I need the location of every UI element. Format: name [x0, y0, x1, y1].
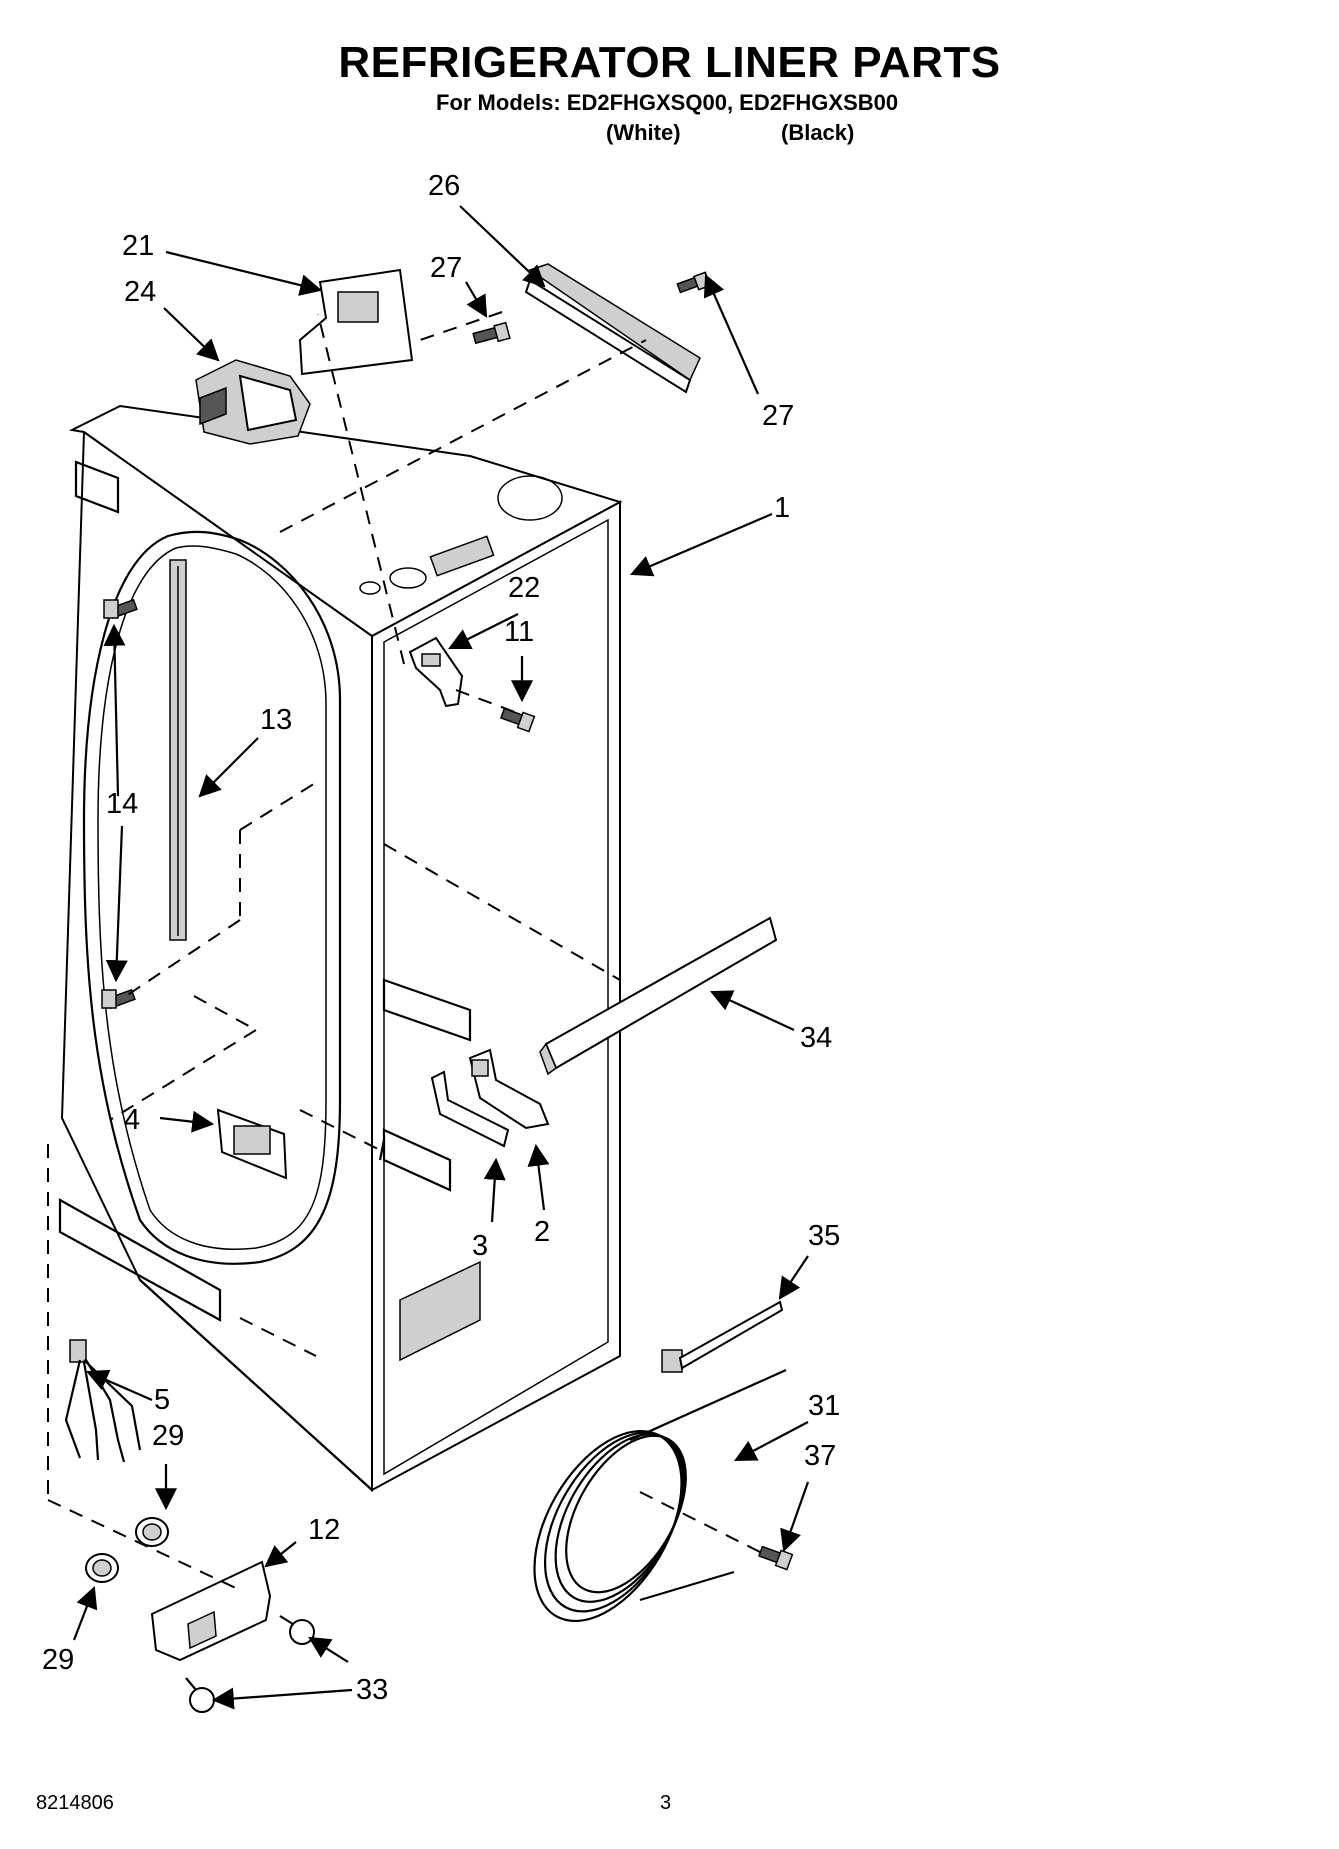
part-29-plug-lower [85, 1553, 119, 1583]
screw-37 [757, 1545, 794, 1571]
screw-14-bottom [101, 988, 136, 1010]
callout-27-top: 27 [430, 252, 463, 284]
screw-27-right [676, 271, 711, 294]
callout-35: 35 [808, 1220, 841, 1252]
callout-13: 13 [260, 704, 293, 736]
callout-3: 3 [472, 1230, 489, 1262]
part-31-tube-coil [533, 1368, 787, 1623]
part-33-pin-lower [185, 1677, 215, 1713]
callout-22: 22 [508, 572, 541, 604]
part-12-housing [150, 1560, 272, 1662]
part-22-bracket [408, 636, 464, 708]
document-number: 8214806 [36, 1792, 114, 1814]
callout-27-right: 27 [762, 400, 795, 432]
models-line: For Models: ED2FHGXSQ00, ED2FHGXSB00 [436, 90, 899, 115]
callout-14: 14 [106, 788, 139, 820]
callout-34: 34 [800, 1022, 833, 1054]
callout-11: 11 [504, 616, 535, 648]
page-title: REFRIGERATOR LINER PARTS [338, 38, 1001, 87]
screw-27-left [472, 321, 511, 345]
callout-24: 24 [124, 276, 157, 308]
callout-1: 1 [774, 492, 791, 524]
part-26-strip [524, 263, 701, 394]
callout-4: 4 [124, 1104, 141, 1136]
part-2-bracket [468, 1048, 550, 1130]
callout-5: 5 [154, 1384, 171, 1416]
dashed-assembly-lines [47, 311, 761, 1591]
leader-lines [72, 205, 810, 1710]
part-34-channel [539, 916, 778, 1076]
callout-12: 12 [308, 1514, 341, 1546]
part-33-pin-upper [279, 1615, 315, 1645]
page-number: 3 [660, 1792, 672, 1814]
part-29-plug-upper [135, 1517, 169, 1547]
callout-21: 21 [122, 230, 155, 262]
model-color-black: (Black) [781, 120, 855, 145]
liner-cabinet [58, 404, 623, 1493]
callout-37: 37 [804, 1440, 837, 1472]
callout-29-lower: 29 [42, 1644, 75, 1676]
part-4-module [216, 1108, 288, 1180]
part-3-bracket [430, 1070, 510, 1148]
part-21-bracket [298, 268, 414, 376]
callout-26: 26 [428, 170, 461, 202]
part-24-housing [195, 359, 311, 445]
screw-14-top [103, 598, 138, 620]
callout-33: 33 [356, 1674, 389, 1706]
part-5-wire-harness [64, 1339, 142, 1463]
model-color-white: (White) [606, 120, 681, 145]
screw-11 [499, 707, 536, 733]
callout-2: 2 [534, 1216, 551, 1248]
callout-31: 31 [808, 1390, 841, 1422]
callout-29-upper: 29 [152, 1420, 185, 1452]
part-35-cable-tie [661, 1300, 784, 1373]
